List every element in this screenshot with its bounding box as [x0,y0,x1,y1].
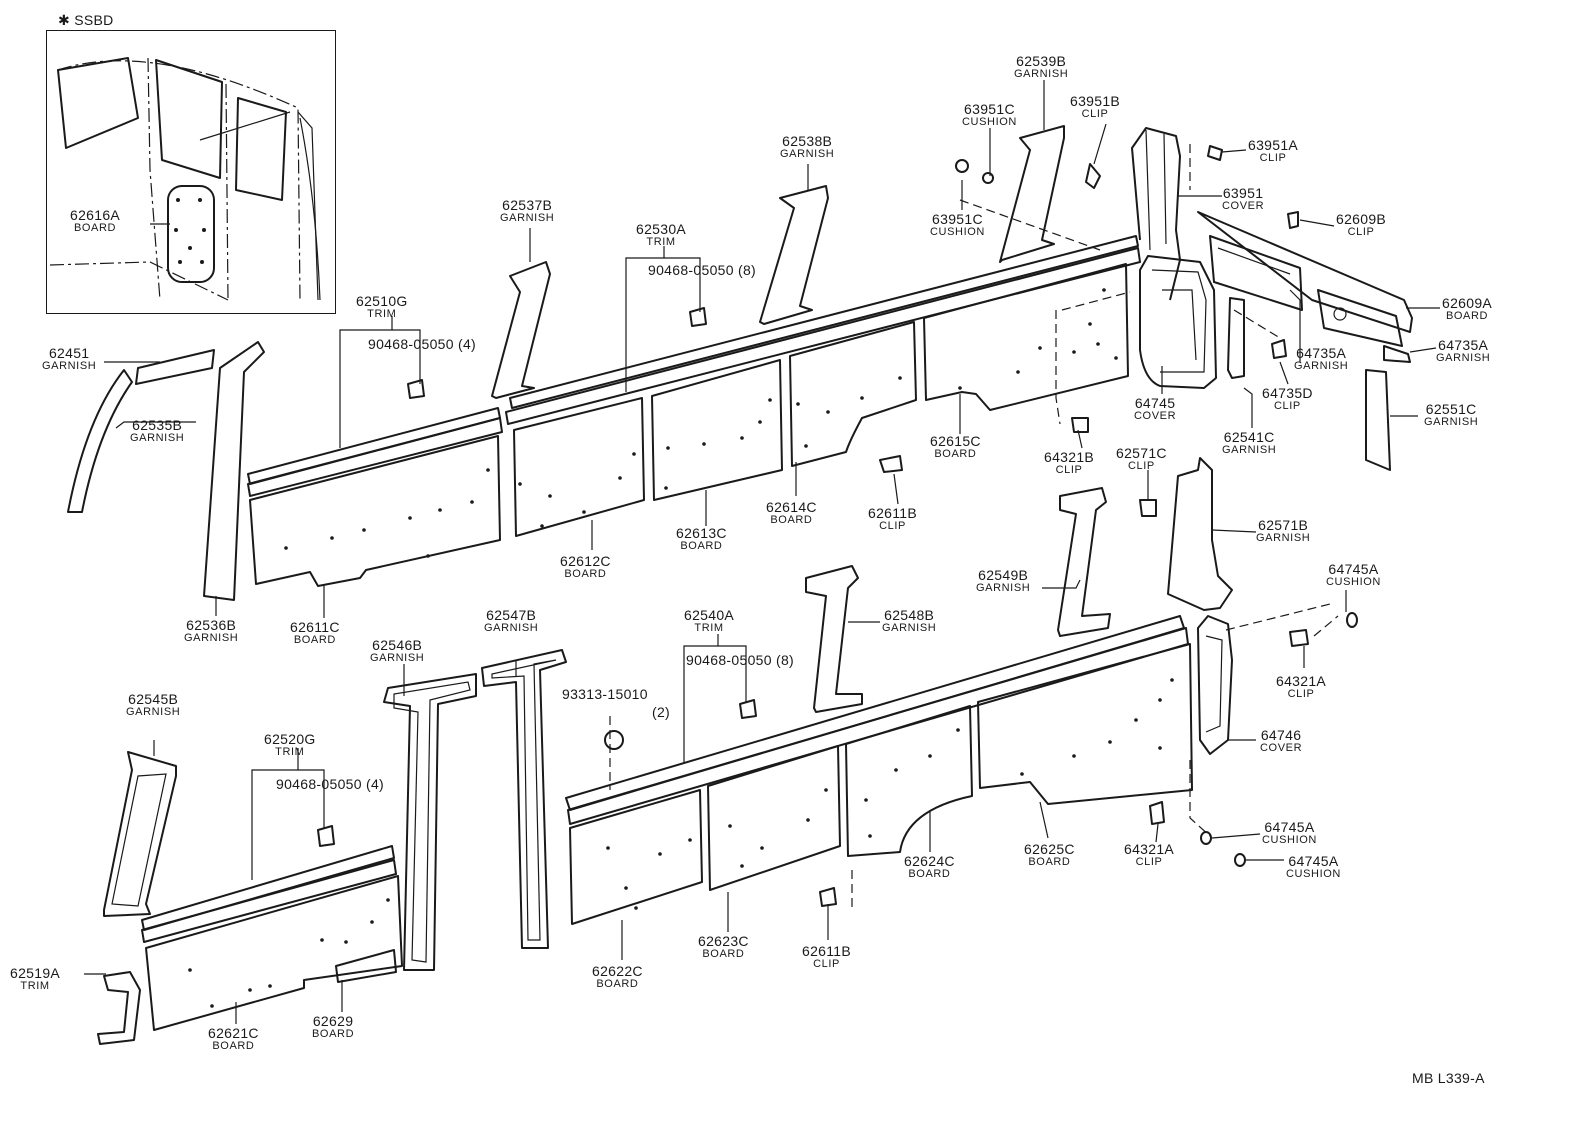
inset-drawing [49,57,321,301]
inset-frame [46,30,336,314]
upper-assembly [67,125,1413,601]
callout-90468-lower-left: 90468-05050 (4) [276,776,385,792]
leader-lines [84,80,1440,1024]
callout-90468-upper-left: 90468-05050 (4) [368,336,477,352]
callout-93313-qty: (2) [652,704,671,720]
inset-title: ✱ SSBD [58,12,114,28]
callout-90468-lower-right: 90468-05050 (8) [686,652,795,668]
panel-holes [188,288,1174,1008]
drawing-code: MB L339-A [1412,1070,1485,1086]
lower-assembly [97,457,1339,1045]
callout-93313-15010: 93313-15010 [562,686,648,702]
callout-90468-upper-right: 90468-05050 (8) [648,262,757,278]
small-parts [317,145,1358,907]
